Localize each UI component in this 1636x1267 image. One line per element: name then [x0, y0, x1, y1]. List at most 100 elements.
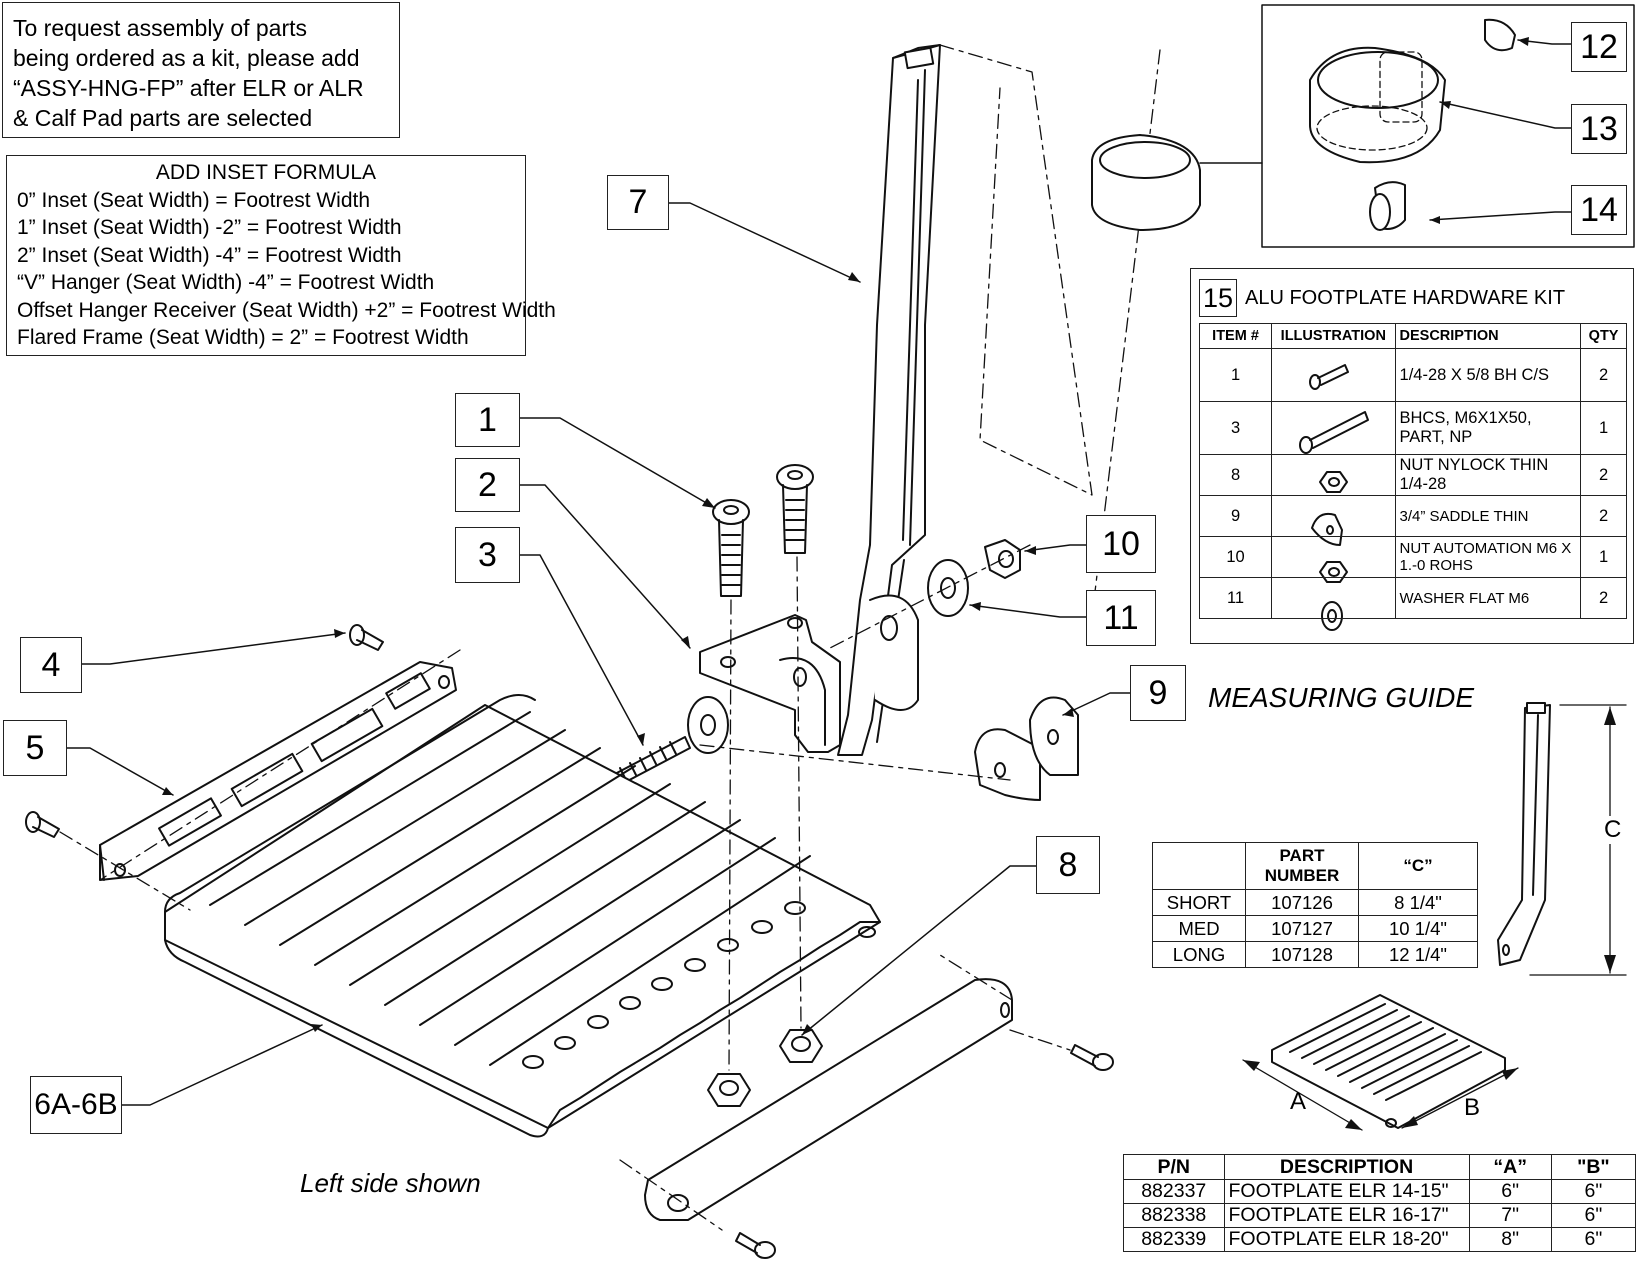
arrowheads [162, 37, 1529, 1035]
description: NUT AUTOMATION M6 X 1.-0 ROHS [1394, 536, 1582, 578]
description: 1/4-28 X 5/8 BH C/S [1394, 348, 1582, 402]
hardware-kit-panel: 15 ALU FOOTPLATE HARDWARE KIT ITEM # ILL… [1190, 268, 1634, 644]
part-number-cell: 882339 [1123, 1227, 1225, 1252]
size-cell: LONG [1152, 941, 1246, 968]
length-cell: 12 1/4" [1358, 941, 1478, 968]
part-number-cell: 107127 [1245, 915, 1359, 942]
part-number-cell: 882337 [1123, 1179, 1225, 1204]
formula-line: 1” Inset (Seat Width) -2” = Footrest Wid… [17, 216, 402, 239]
note-line: “ASSY-HNG-FP” after ELR or ALR [13, 75, 364, 101]
side-rail-front [644, 978, 1013, 1221]
quantity: 1 [1580, 536, 1627, 578]
dimension-b-cell: 6" [1550, 1179, 1636, 1204]
column-header [1152, 842, 1246, 890]
kit-assembly-note: To request assembly of parts being order… [2, 2, 400, 138]
saddles [974, 696, 1079, 801]
description: WASHER FLAT M6 [1394, 577, 1582, 619]
table-row: 882337 FOOTPLATE ELR 14-15" 6" 6" [1123, 1179, 1636, 1204]
table-header-row: PART NUMBER “C” [1152, 842, 1478, 890]
table-row: LONG 107128 12 1/4" [1152, 941, 1478, 968]
size-cell: MED [1152, 915, 1246, 942]
table-row: SHORT 107126 8 1/4" [1152, 889, 1478, 916]
callout-3: 3 [455, 527, 520, 583]
column-header: ILLUSTRATION [1271, 323, 1396, 349]
description-cell: FOOTPLATE ELR 18-20" [1223, 1227, 1470, 1252]
description: BHCS, M6X1X50, PART, NP [1394, 401, 1582, 455]
dimension-b-cell: 6" [1550, 1203, 1636, 1228]
clamp-ring-detail [1309, 18, 1516, 231]
item-number: 11 [1198, 577, 1273, 619]
hanger-length-table: PART NUMBER “C” SHORT 107126 8 1/4" MED … [1152, 842, 1478, 968]
callout-2: 2 [455, 458, 520, 512]
callout-13: 13 [1571, 104, 1627, 154]
measuring-guide-title: MEASURING GUIDE [1208, 682, 1475, 713]
clamp-detail-frame [1261, 4, 1635, 248]
quantity: 2 [1580, 454, 1627, 496]
callout-7: 7 [607, 175, 669, 230]
table-row: 9 3/4” SADDLE THIN 2 [1198, 495, 1627, 537]
leader-lines [66, 39, 1572, 1106]
table-row: 8 NUT NYLOCK THIN 1/4-28 2 [1198, 454, 1627, 496]
callout-5: 5 [3, 720, 67, 776]
table-row: 10 NUT AUTOMATION M6 X 1.-0 ROHS 1 [1198, 536, 1627, 578]
footplate-table: P/N DESCRIPTION “A” "B" 882337 FOOTPLATE… [1123, 1154, 1636, 1252]
illustration-cell [1271, 401, 1396, 455]
description-cell: FOOTPLATE ELR 14-15" [1223, 1179, 1470, 1204]
part-number-cell: 882338 [1123, 1203, 1225, 1228]
formula-line: Offset Hanger Receiver (Seat Width) +2” … [17, 298, 556, 322]
left-side-caption: Left side shown [300, 1168, 481, 1198]
illustration-cell [1271, 454, 1396, 496]
description: 3/4” SADDLE THIN [1394, 495, 1582, 537]
table-row: 882338 FOOTPLATE ELR 16-17" 7" 6" [1123, 1203, 1636, 1228]
nylock-nuts [707, 1029, 823, 1107]
column-header: PART NUMBER [1245, 842, 1359, 890]
column-header: DESCRIPTION [1223, 1154, 1470, 1180]
callout-12: 12 [1571, 22, 1627, 72]
item-number: 9 [1198, 495, 1273, 537]
illustration-cell [1271, 348, 1396, 402]
note-line: being ordered as a kit, please add [13, 45, 360, 71]
washer-left [687, 696, 729, 754]
illustration-cell [1271, 577, 1396, 619]
item-number: 3 [1198, 401, 1273, 455]
hanger-tube [837, 44, 941, 756]
callout-6a-6b: 6A-6B [30, 1076, 122, 1134]
description-cell: FOOTPLATE ELR 16-17" [1223, 1203, 1470, 1228]
footplate-slats [164, 694, 881, 1138]
note-line: & Calf Pad parts are selected [13, 105, 313, 131]
table-header-row: ITEM # ILLUSTRATION DESCRIPTION QTY [1198, 323, 1627, 349]
part-number-cell: 107128 [1245, 941, 1359, 968]
table-row: 3 BHCS, M6X1X50, PART, NP 1 [1198, 401, 1627, 455]
table-row: 882339 FOOTPLATE ELR 18-20" 8" 6" [1123, 1227, 1636, 1252]
callout-11: 11 [1086, 590, 1156, 646]
column-header: “C” [1358, 842, 1478, 890]
column-header: P/N [1123, 1154, 1225, 1180]
hardware-kit-title: ALU FOOTPLATE HARDWARE KIT [1245, 286, 1566, 309]
item-number: 8 [1198, 454, 1273, 496]
button-head-screws [712, 464, 814, 597]
inset-formula-title: ADD INSET FORMULA [155, 161, 377, 184]
table-header-row: P/N DESCRIPTION “A” "B" [1123, 1154, 1636, 1180]
quantity: 2 [1580, 495, 1627, 537]
column-header: “A” [1468, 1154, 1552, 1180]
column-header: "B" [1550, 1154, 1636, 1180]
formula-line: 0” Inset (Seat Width) = Footrest Width [17, 188, 371, 212]
callout-1: 1 [455, 393, 520, 447]
dimension-a-cell: 7" [1468, 1203, 1552, 1228]
small-screws [25, 624, 1114, 1259]
table-row: 11 WASHER FLAT M6 2 [1198, 577, 1627, 619]
dimension-a-cell: 8" [1468, 1227, 1552, 1252]
column-header: DESCRIPTION [1394, 323, 1582, 349]
note-line: To request assembly of parts [13, 15, 308, 41]
dimension-b-label: B [1464, 1094, 1481, 1121]
callout-10: 10 [1086, 515, 1156, 573]
inset-formula-box: ADD INSET FORMULA 0” Inset (Seat Width) … [6, 155, 556, 356]
column-header: QTY [1580, 323, 1627, 349]
measuring-footplate [1242, 994, 1519, 1131]
callout-4: 4 [20, 637, 82, 693]
part-number-cell: 107126 [1245, 889, 1359, 916]
item-number: 10 [1198, 536, 1273, 578]
table-row: 1 1/4-28 X 5/8 BH C/S 2 [1198, 348, 1627, 402]
kit-callout-15: 15 [1199, 279, 1237, 317]
